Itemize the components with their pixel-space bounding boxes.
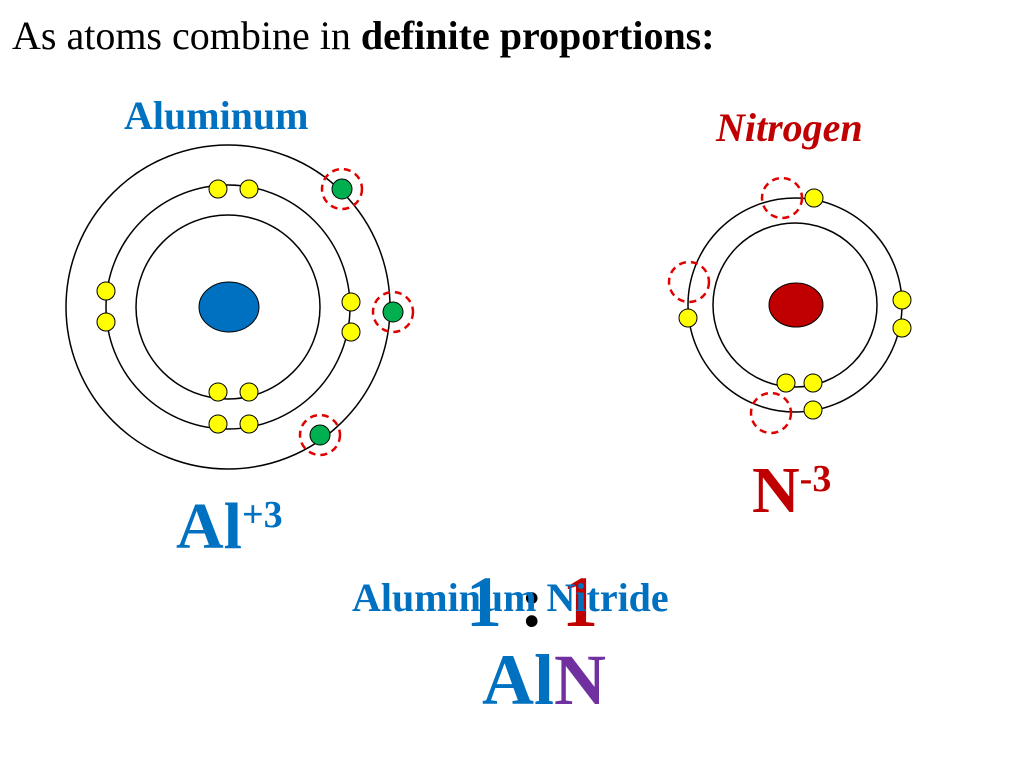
ratio-left: 1 bbox=[466, 562, 502, 642]
nitrogen-ion: N-3 bbox=[752, 458, 831, 524]
aluminum-ion: Al+3 bbox=[176, 494, 283, 560]
electron bbox=[341, 322, 361, 342]
electron bbox=[239, 414, 259, 434]
aluminum-charge: +3 bbox=[242, 494, 283, 536]
electron bbox=[803, 373, 823, 393]
aluminum-atom bbox=[65, 144, 415, 470]
aluminum-label: Aluminum bbox=[124, 93, 309, 138]
compound-formula: AlN bbox=[482, 644, 606, 716]
empty-slot-marker bbox=[667, 260, 711, 304]
headline-prefix: As atoms combine in bbox=[12, 13, 361, 58]
electron bbox=[803, 400, 823, 420]
electron bbox=[892, 290, 912, 310]
electron bbox=[208, 414, 228, 434]
nitrogen-charge: -3 bbox=[799, 458, 832, 500]
electron bbox=[776, 373, 796, 393]
electron bbox=[208, 179, 228, 199]
formula-aluminum: Al bbox=[482, 640, 554, 720]
compound-name: Aluminum Nitride bbox=[352, 575, 669, 620]
transfer-marker bbox=[320, 167, 364, 211]
electron bbox=[892, 318, 912, 338]
empty-slot-marker bbox=[760, 176, 804, 220]
aluminum-shell-1 bbox=[135, 214, 321, 400]
nitrogen-symbol: N bbox=[752, 454, 800, 527]
valence-electron bbox=[382, 301, 404, 323]
nitrogen-nucleus bbox=[768, 282, 824, 328]
headline-emphasis: definite proportions: bbox=[360, 13, 715, 58]
electron bbox=[96, 312, 116, 332]
transfer-marker bbox=[371, 290, 415, 334]
aluminum-symbol: Al bbox=[176, 490, 242, 563]
formula-nitrogen: N bbox=[554, 640, 606, 720]
empty-slot-marker bbox=[749, 391, 793, 435]
ratio-separator: : bbox=[520, 562, 544, 642]
electron bbox=[239, 179, 259, 199]
ratio-right: 1 bbox=[561, 562, 598, 642]
transfer-marker bbox=[298, 413, 342, 457]
nitrogen-label: Nitrogen bbox=[716, 105, 863, 150]
electron bbox=[96, 281, 116, 301]
aluminum-nucleus bbox=[198, 281, 260, 333]
valence-electron bbox=[331, 178, 353, 200]
electron bbox=[678, 308, 698, 328]
combining-ratio: 1:1 bbox=[466, 566, 598, 638]
electron bbox=[341, 292, 361, 312]
electron bbox=[239, 382, 259, 402]
nitrogen-shell-1 bbox=[712, 222, 878, 388]
electron bbox=[208, 382, 228, 402]
nitrogen-atom bbox=[667, 176, 912, 435]
electron bbox=[804, 188, 824, 208]
headline: As atoms combine in definite proportions… bbox=[12, 14, 715, 58]
valence-electron bbox=[309, 424, 331, 446]
